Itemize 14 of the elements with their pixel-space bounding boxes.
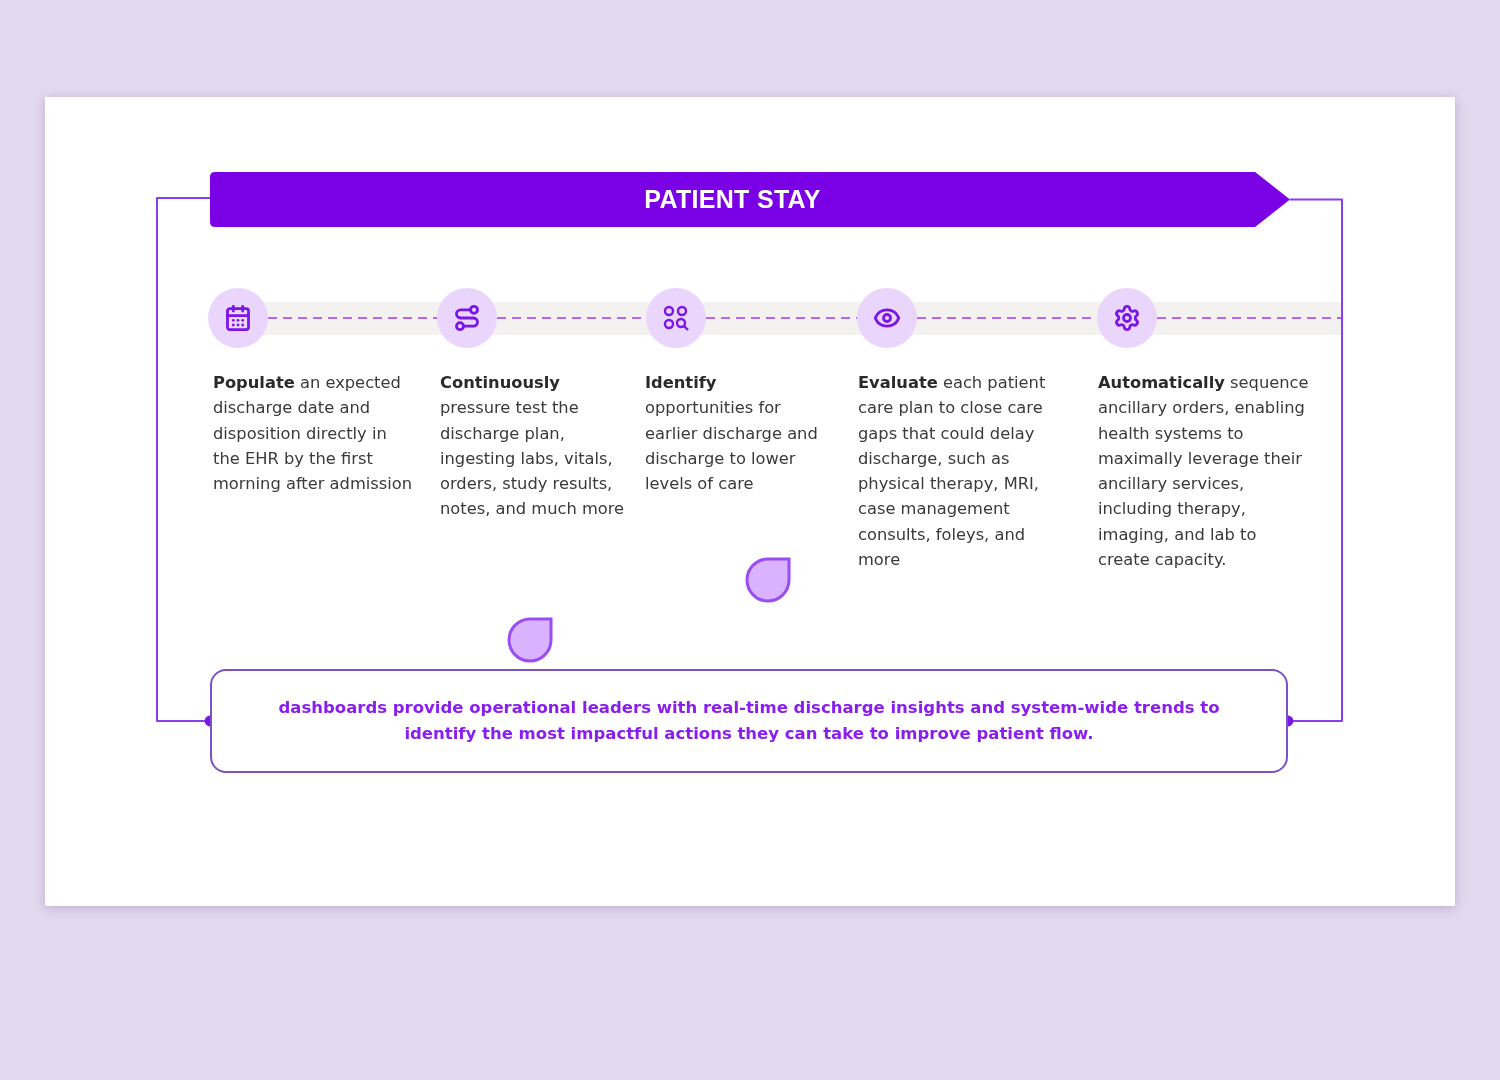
step-circle [208,288,268,348]
step-description: Populate an expected discharge date and disposition directly in the EHR by the first morning after admission [213,372,414,496]
dashed-connector [1156,317,1343,319]
step-description: Automatically sequence ancillary orders, enabling health systems to maximally leverage their ancillary services, including therapy, imaging, and lab to create capacity. [1098,372,1310,572]
summary-box: dashboards provide operational leaders with real-time discharge insights and system-wide trends to identify the most impactful actions they can take to improve patient flow. [210,669,1288,773]
step-circle [857,288,917,348]
step-description: Identify opportunities for earlier discharge and discharge to lower levels of care [645,372,819,496]
step-circle [646,288,706,348]
step-circle [437,288,497,348]
step-description: Continuously pressure test the discharge plan, ingesting labs, vitals, orders, study results, notes, and much more [440,372,625,521]
step-description: Evaluate each patient care plan to close care gaps that could delay discharge, such as physical therapy, MRI, case management consults, foleys, and more [858,372,1047,572]
dashed-connector [267,317,438,319]
step-circle [1097,288,1157,348]
banner-title: PATIENT STAY [644,185,821,214]
